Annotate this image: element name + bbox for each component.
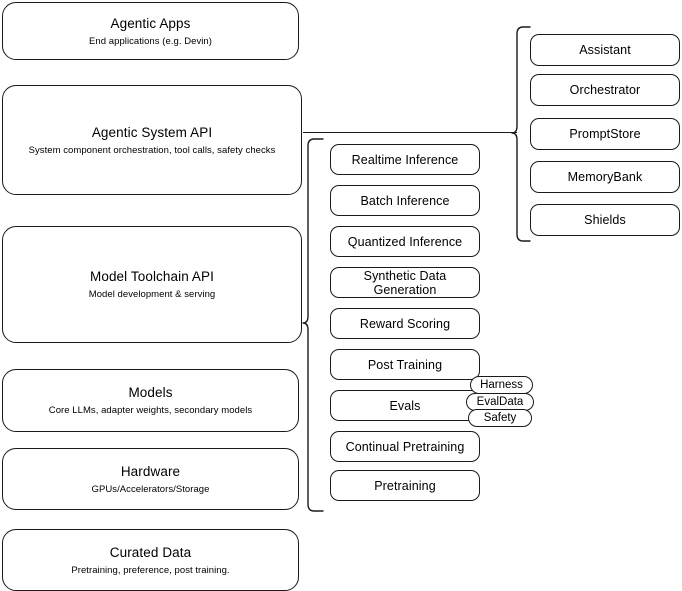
capability-box-reward-scoring[interactable]: Reward Scoring <box>330 308 480 339</box>
component-box-orchestrator[interactable]: Orchestrator <box>530 74 680 106</box>
component-box-assistant[interactable]: Assistant <box>530 34 680 66</box>
component-box-memorybank[interactable]: MemoryBank <box>530 161 680 193</box>
layer-title: Agentic Apps <box>110 15 191 31</box>
capability-label: Batch Inference <box>360 193 450 208</box>
layer-box-curated-data[interactable]: Curated Data Pretraining, preference, po… <box>2 529 299 591</box>
layer-title: Agentic System API <box>91 124 213 140</box>
capability-box-batch-inference[interactable]: Batch Inference <box>330 185 480 216</box>
bracket-agentic-system <box>511 26 531 244</box>
capability-box-post-training[interactable]: Post Training <box>330 349 480 380</box>
layer-subtitle: Model development & serving <box>88 289 216 300</box>
component-label: PromptStore <box>569 127 641 141</box>
layer-subtitle: Pretraining, preference, post training. <box>71 564 230 576</box>
layer-box-model-toolchain-api[interactable]: Model Toolchain API Model development & … <box>2 226 302 343</box>
component-label: MemoryBank <box>567 170 643 184</box>
evals-tag-label: Harness <box>480 379 523 391</box>
capability-label: Quantized Inference <box>347 234 463 249</box>
layer-subtitle: Core LLMs, adapter weights, secondary mo… <box>48 405 253 416</box>
component-label: Assistant <box>579 43 631 57</box>
capability-label: Reward Scoring <box>359 316 451 331</box>
capability-box-continual-pretraining[interactable]: Continual Pretraining <box>330 431 480 462</box>
layer-box-agentic-apps[interactable]: Agentic Apps End applications (e.g. Devi… <box>2 2 299 60</box>
capability-label: Synthetic Data Generation <box>363 268 447 297</box>
component-label: Orchestrator <box>569 83 641 97</box>
capability-label: Pretraining <box>374 478 436 493</box>
capability-label: Continual Pretraining <box>345 439 465 454</box>
evals-tag-safety[interactable]: Safety <box>468 409 532 427</box>
capability-label: Realtime Inference <box>351 152 459 167</box>
capability-box-synthetic-data-generation[interactable]: Synthetic Data Generation <box>330 267 480 298</box>
layer-title: Curated Data <box>109 544 192 560</box>
evals-tag-harness[interactable]: Harness <box>470 376 533 394</box>
capability-box-evals[interactable]: Evals <box>330 390 480 421</box>
bracket-model-toolchain <box>302 138 324 518</box>
layer-box-models[interactable]: Models Core LLMs, adapter weights, secon… <box>2 369 299 432</box>
component-box-shields[interactable]: Shields <box>530 204 680 236</box>
capability-box-quantized-inference[interactable]: Quantized Inference <box>330 226 480 257</box>
evals-tag-label: Safety <box>483 412 517 424</box>
capability-box-pretraining[interactable]: Pretraining <box>330 470 480 501</box>
component-label: Shields <box>584 213 626 227</box>
layer-title: Model Toolchain API <box>90 269 214 284</box>
connector-line-agentic-system-api <box>303 132 517 134</box>
layer-subtitle: End applications (e.g. Devin) <box>89 35 212 47</box>
layer-title: Hardware <box>120 463 181 479</box>
layer-subtitle: System component orchestration, tool cal… <box>28 144 276 156</box>
layer-box-agentic-system-api[interactable]: Agentic System API System component orch… <box>2 85 302 195</box>
capability-label: Post Training <box>367 357 443 372</box>
component-box-promptstore[interactable]: PromptStore <box>530 118 680 150</box>
capability-box-realtime-inference[interactable]: Realtime Inference <box>330 144 480 175</box>
evals-tag-label: EvalData <box>476 396 524 408</box>
capability-label: Evals <box>389 398 421 413</box>
layer-title: Models <box>128 385 173 400</box>
layer-subtitle: GPUs/Accelerators/Storage <box>91 483 210 495</box>
layer-box-hardware[interactable]: Hardware GPUs/Accelerators/Storage <box>2 448 299 510</box>
